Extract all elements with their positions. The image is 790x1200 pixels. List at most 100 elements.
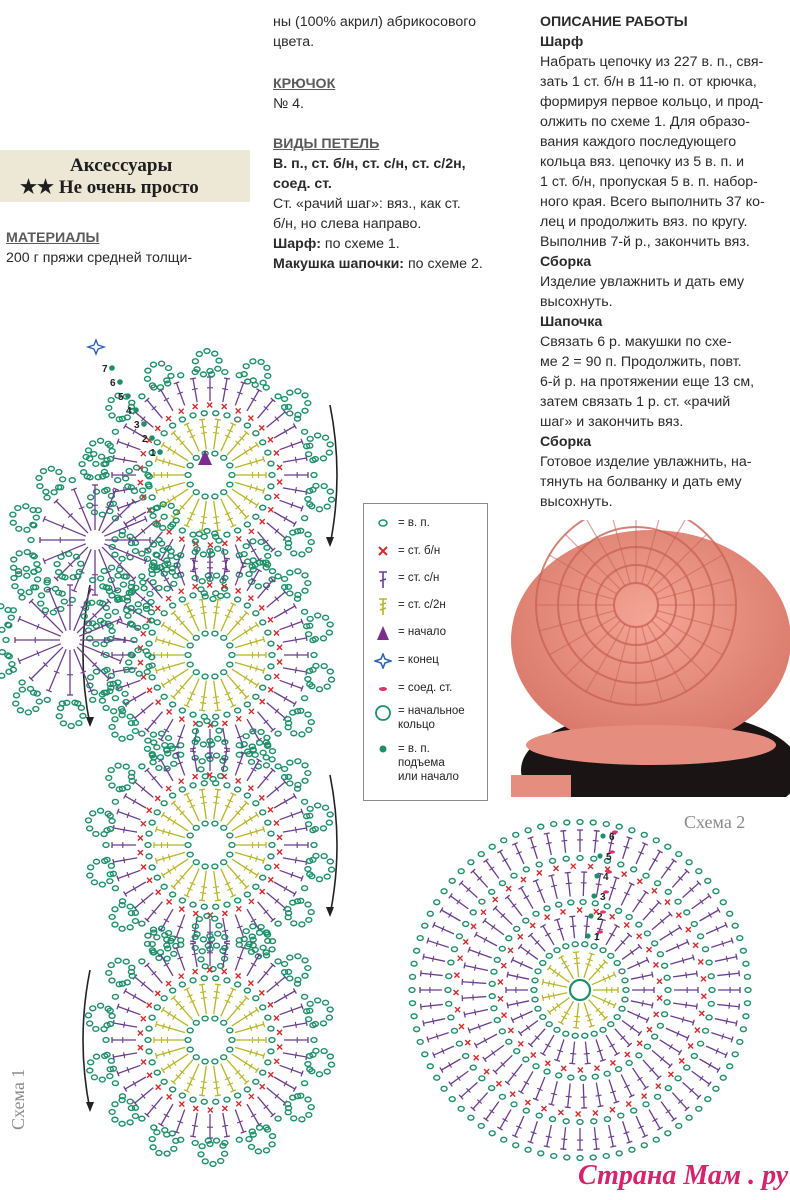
description-line: затем связать 1 р. ст. «рачий	[540, 394, 731, 410]
stitch-types-line: Ст. «рачий шаг»: вяз., как ст.	[273, 196, 461, 212]
description-line: Готовое изделие увлажнить, на-	[540, 454, 752, 470]
description-line: олжить по схеме 1. Для образо-	[540, 114, 751, 130]
start-icon	[374, 625, 392, 640]
site-watermark: Страна Мам . ру	[578, 1160, 789, 1191]
description-line: лец и продолжить вяз. по кругу.	[540, 214, 748, 230]
hat-photo	[511, 520, 790, 797]
description-line: Выполнив 7-й р., закончить вяз.	[540, 234, 750, 250]
description-line: 6-й р. на протяжении еще 13 см,	[540, 374, 755, 390]
round-number: 4	[603, 872, 609, 883]
hook-value: № 4.	[273, 96, 304, 112]
legend-item: = ст. с/н	[374, 571, 440, 588]
scarf-schema-ref: Шарф: по схеме 1.	[273, 236, 400, 252]
description-line: шаг» и закончить вяз.	[540, 414, 684, 430]
start-icon	[198, 450, 212, 465]
scarf-ring-motif	[84, 912, 336, 1168]
round-number: 2	[142, 434, 148, 445]
description-line: зать 1 ст. б/н в 11-ю п. от крючка,	[540, 74, 757, 90]
round-number: 1	[150, 448, 156, 459]
legend-item: = ст. с/2н	[374, 598, 446, 615]
hat-title: Шапочка	[540, 314, 603, 330]
description-line: формируя первое кольцо, и прод-	[540, 94, 764, 110]
description-line: Набрать цепочку из 227 в. п., свя-	[540, 54, 764, 70]
stitch-types-line: б/н, но слева направо.	[273, 216, 422, 232]
description-line: ме 2 = 90 п. Продолжить, повт.	[540, 354, 742, 370]
description-heading: ОПИСАНИЕ РАБОТЫ	[540, 14, 688, 30]
legend-item: = начало	[374, 625, 447, 640]
crown-crochet-diagram: 1 2 3 4 5 6	[408, 818, 752, 1162]
hook-heading: КРЮЧОК	[273, 76, 336, 92]
round-number: 3	[600, 892, 606, 903]
legend-label: = ст. с/2н	[398, 599, 446, 611]
description-line: высохнуть.	[540, 494, 613, 510]
description-line: 1 ст. б/н, пропуская 5 в. п. набор-	[540, 174, 758, 190]
treble-crochet-icon	[374, 598, 392, 615]
materials-line: 200 г пряжи средней толщи-	[6, 250, 193, 266]
direction-arrow-icon	[329, 404, 338, 546]
legend-label: = ст. с/н	[398, 572, 440, 584]
scarf-fan-motif	[9, 450, 181, 630]
legend-label: = соед. ст.	[398, 682, 453, 694]
scarf-title: Шарф	[540, 34, 584, 50]
round-number: 6	[110, 378, 116, 389]
crown-schema-ref: Макушка шапочки: по схеме 2.	[273, 256, 483, 272]
direction-arrow-icon	[82, 969, 91, 1111]
description-line: высохнуть.	[540, 294, 613, 310]
end-icon	[372, 651, 394, 671]
round-number: 4	[126, 406, 132, 417]
stitch-types-line: В. п., ст. б/н, ст. с/н, ст. с/2н,	[273, 156, 466, 172]
chain-stitch-icon	[374, 516, 392, 530]
end-icon	[85, 338, 107, 356]
assembly-title: Сборка	[540, 434, 592, 450]
legend-label: = начало	[398, 626, 447, 638]
legend-item: = конец	[372, 651, 439, 671]
round-number: 5	[118, 392, 124, 403]
stitch-types-heading: ВИДЫ ПЕТЕЛЬ	[273, 136, 380, 152]
turning-chain-icon	[374, 742, 392, 756]
magic-ring-icon	[374, 704, 392, 721]
scarf-fan-motif	[0, 550, 156, 730]
legend-item: = ст. б/н	[374, 544, 440, 558]
description-line: ного края. Всего выполнить 37 ко-	[540, 194, 765, 210]
description-column: ОПИСАНИЕ РАБОТЫ Шарф Набрать цепочку из …	[540, 12, 790, 512]
description-line: тянуть на болванку и дать ему	[540, 474, 742, 490]
double-crochet-icon	[374, 571, 392, 588]
description-line: кольца вяз. цепочку из 5 в. п. и	[540, 154, 745, 170]
assembly-title: Сборка	[540, 254, 592, 270]
legend-label: = в. п.	[398, 517, 430, 529]
direction-arrow-icon	[329, 774, 338, 916]
description-line: вания каждого последующего	[540, 134, 737, 150]
difficulty-label: ★★ Не очень просто	[20, 177, 199, 198]
legend-item: = соед. ст.	[374, 681, 452, 695]
materials-line: цвета.	[273, 34, 315, 50]
stitch-types-line: соед. ст.	[273, 176, 332, 192]
legend-item: = в. п.	[374, 516, 430, 530]
materials-section: МАТЕРИАЛЫ 200 г пряжи средней толщи-	[6, 228, 251, 268]
slip-stitch-icon	[374, 681, 392, 695]
single-crochet-icon	[374, 544, 392, 558]
round-number: 1	[594, 932, 600, 943]
legend-label: = конец	[398, 654, 439, 666]
middle-column: ны (100% акрил) абрикосового цвета. КРЮЧ…	[273, 12, 523, 274]
category-title: Аксессуары	[70, 155, 173, 176]
scarf-ring-motif	[84, 717, 336, 973]
category-banner: Аксессуары ★★ Не очень просто	[0, 150, 250, 202]
materials-line: ны (100% акрил) абрикосового	[273, 14, 477, 30]
materials-heading: МАТЕРИАЛЫ	[6, 230, 100, 246]
description-line: Изделие увлажнить и дать ему	[540, 274, 745, 290]
round-number: 2	[597, 912, 603, 923]
stitch-legend: = в. п. = ст. б/н = ст. с/н = ст. с/2н = нач…	[363, 503, 488, 801]
round-number: 5	[606, 852, 612, 863]
scarf-ring-motif	[84, 527, 336, 783]
legend-label: = ст. б/н	[398, 545, 441, 557]
round-number: 6	[609, 832, 615, 843]
crown-rounds	[408, 818, 752, 1162]
round-number: 3	[134, 420, 140, 431]
schema2-label: Схема 2	[684, 812, 746, 832]
round-number: 7	[102, 364, 108, 375]
